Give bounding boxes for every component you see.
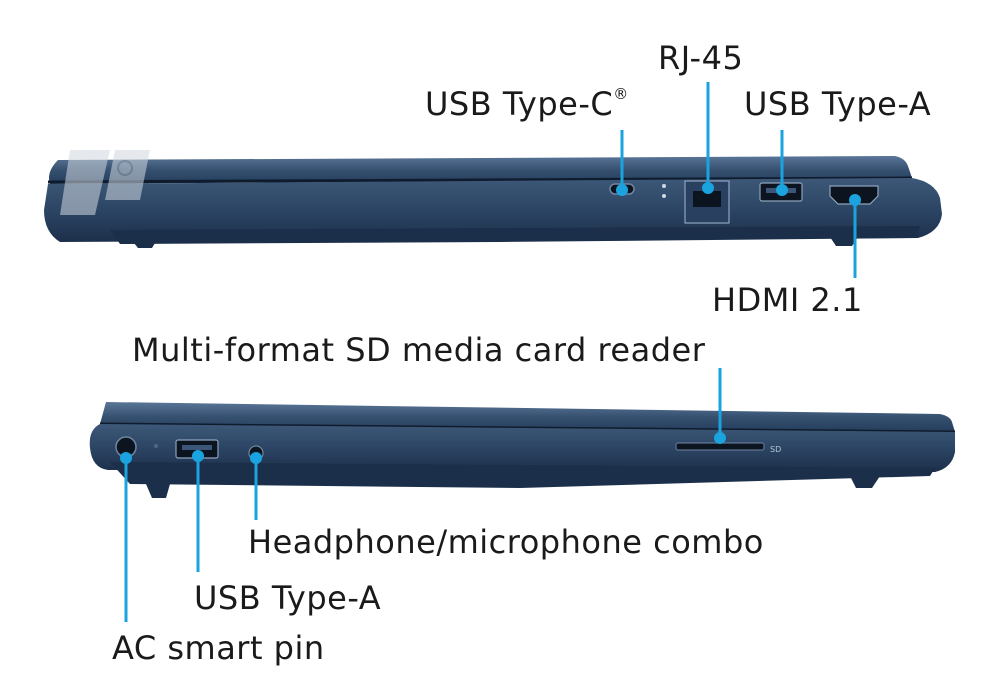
base-bottom — [110, 226, 920, 244]
callout-usb-a-dot-top — [776, 184, 788, 196]
status-led-2 — [662, 194, 666, 198]
label-usb-type-a-top: USB Type-A — [744, 85, 932, 123]
foot-left-bottom — [146, 484, 170, 498]
laptop-base-bottom — [89, 424, 955, 472]
status-led-1 — [662, 184, 666, 188]
bottom-callout-dots — [120, 432, 726, 464]
label-rj45: RJ-45 — [658, 39, 744, 77]
watermark-logo — [60, 150, 150, 215]
label-headphone-mic: Headphone/microphone combo — [248, 523, 764, 561]
laptop-lid — [49, 156, 912, 184]
charge-led — [154, 444, 158, 448]
base-bottom-strip — [110, 462, 935, 488]
foot-right-bottom — [850, 476, 880, 488]
label-ac-smart-pin: AC smart pin — [112, 629, 325, 667]
callout-headphone-dot — [250, 452, 262, 464]
callout-rj45-dot — [702, 182, 714, 194]
label-usb-type-c-text: USB Type-C — [425, 85, 614, 123]
sd-slot-mark: SD — [770, 445, 781, 454]
lid-seam — [47, 176, 913, 184]
foot-right — [828, 234, 860, 246]
sd-card-slot — [675, 442, 765, 451]
laptop-right-side-view — [44, 156, 942, 248]
label-usb-type-a-bottom: USB Type-A — [194, 579, 382, 617]
label-usb-type-c: USB Type-C® — [425, 85, 629, 123]
laptop-left-side-view: SD — [89, 402, 956, 498]
callout-usb-c-dot — [616, 184, 628, 196]
label-hdmi: HDMI 2.1 — [712, 281, 863, 319]
usb-a-tongue-left — [182, 445, 212, 450]
registered-mark: ® — [613, 85, 629, 104]
callout-sd-dot — [714, 432, 726, 444]
label-sd-reader: Multi-format SD media card reader — [132, 331, 706, 369]
rj45-socket — [693, 191, 721, 207]
callout-hdmi-dot — [849, 194, 861, 206]
callout-ac-dot — [120, 452, 132, 464]
top-callout-dots — [616, 182, 861, 206]
bottom-callouts — [124, 368, 722, 622]
callout-usb-a-dot-bottom — [192, 450, 204, 462]
foot-left — [130, 238, 158, 248]
top-callouts — [620, 82, 857, 278]
